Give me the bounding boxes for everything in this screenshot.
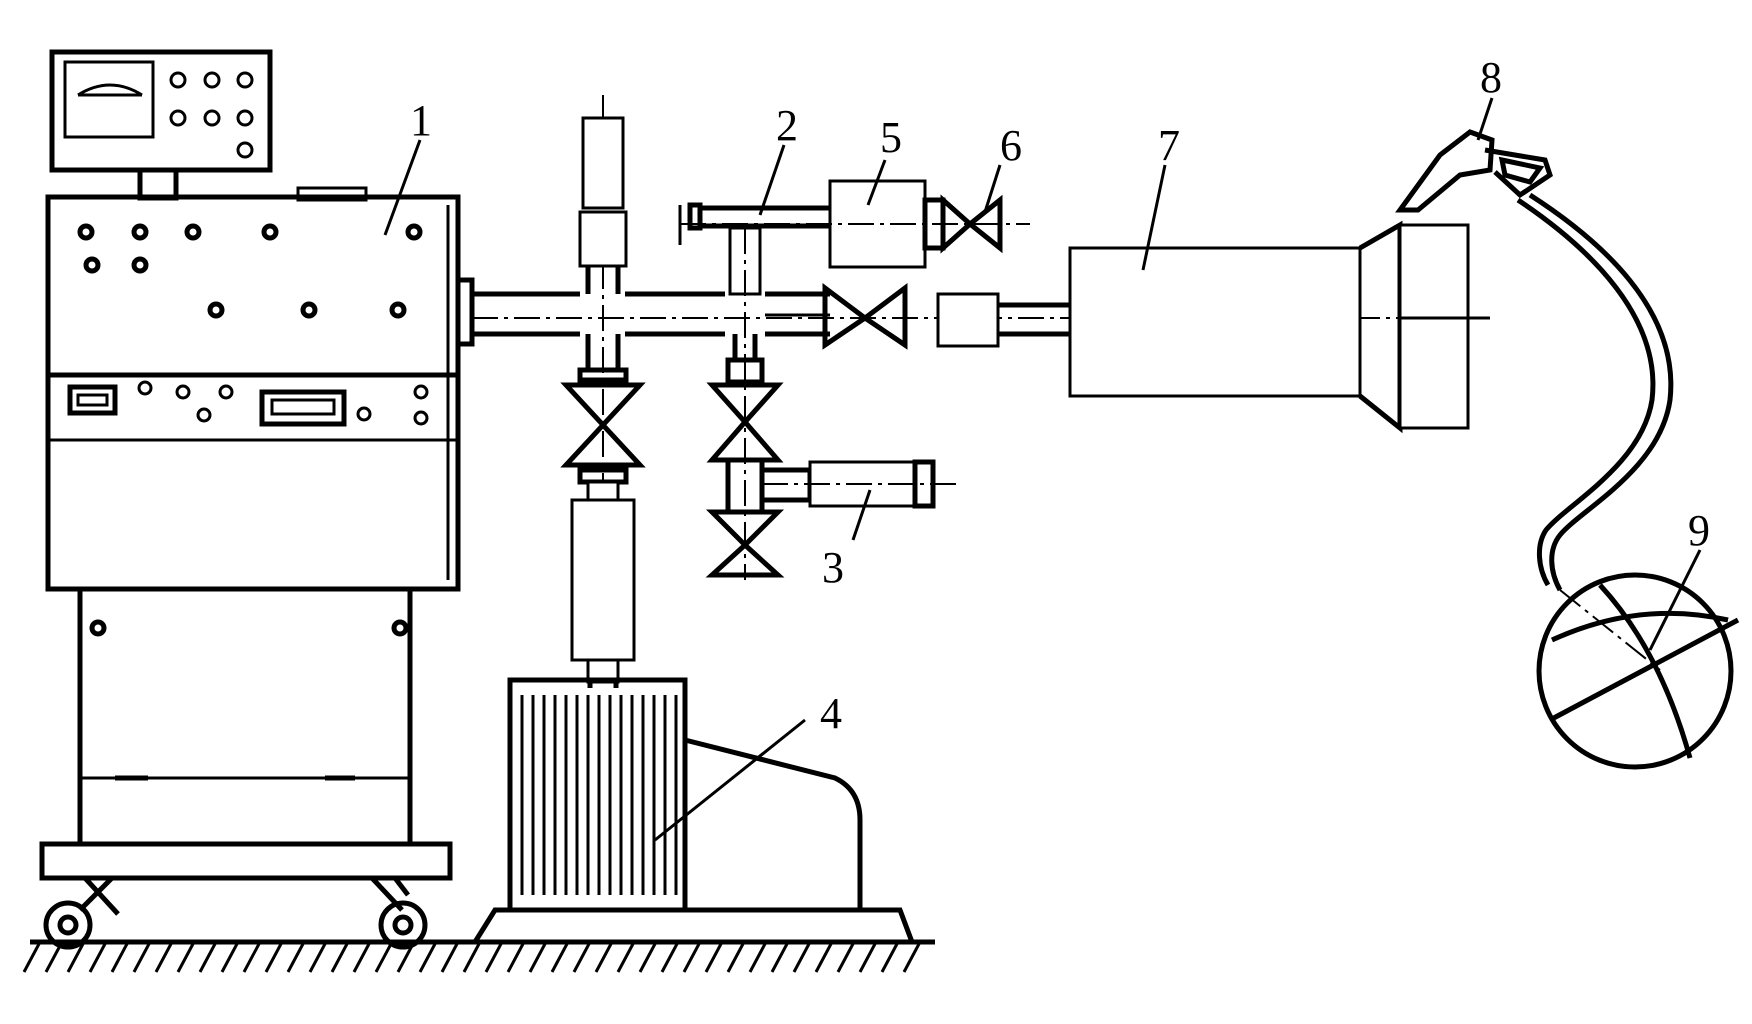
hatch-stroke xyxy=(836,941,856,973)
hatch-stroke xyxy=(792,941,812,973)
hatch-stroke xyxy=(220,941,240,973)
hatch-stroke xyxy=(726,941,746,973)
vertical-column xyxy=(560,95,646,688)
hatch-stroke xyxy=(638,941,658,973)
hatch-stroke xyxy=(330,941,350,973)
hatch-stroke xyxy=(748,941,768,973)
label-3: 3 xyxy=(822,543,844,592)
control-cabinet xyxy=(39,49,461,950)
wheel-right xyxy=(378,900,428,950)
hatch-stroke xyxy=(616,941,636,973)
label-8: 8 xyxy=(1480,53,1502,102)
hatch-stroke xyxy=(374,941,394,973)
number-labels: 1 2 3 4 5 6 7 8 9 xyxy=(410,53,1710,738)
hatch-stroke xyxy=(154,941,174,973)
hatch-stroke xyxy=(858,941,878,973)
hose xyxy=(1528,192,1674,592)
hatch-stroke xyxy=(814,941,834,973)
panel-knobs xyxy=(169,71,254,159)
hatch-stroke xyxy=(506,941,526,973)
hatch-stroke xyxy=(484,941,504,973)
hatch-stroke xyxy=(440,941,460,973)
meter-display xyxy=(63,60,155,139)
pump-unit xyxy=(472,677,915,944)
meter-arc xyxy=(77,83,143,97)
ground-hatching xyxy=(22,941,922,973)
chamber-7 xyxy=(1068,220,1490,434)
hatch-stroke xyxy=(770,941,790,973)
hatch-stroke xyxy=(462,941,482,973)
hatch-stroke xyxy=(66,941,86,973)
cabinet-knobs xyxy=(77,223,429,426)
switch-box xyxy=(67,384,118,416)
upper-branch xyxy=(678,179,1030,360)
valve-v1 xyxy=(560,382,646,468)
hatch-stroke xyxy=(264,941,284,973)
hatch-stroke xyxy=(198,941,218,973)
cabinet-body xyxy=(45,194,461,592)
hatch-stroke xyxy=(88,941,108,973)
ground xyxy=(22,939,935,973)
label-4: 4 xyxy=(820,689,842,738)
hatch-stroke xyxy=(352,941,372,973)
hatch-stroke xyxy=(660,941,680,973)
hatch-stroke xyxy=(594,941,614,973)
label-5: 5 xyxy=(880,113,902,162)
hatch-stroke xyxy=(418,941,438,973)
hatch-stroke xyxy=(880,941,900,973)
sphere-9 xyxy=(1536,572,1734,770)
cart-base xyxy=(39,841,453,881)
hatch-stroke xyxy=(550,941,570,973)
display-slot xyxy=(259,389,347,427)
hatch-stroke xyxy=(132,941,152,973)
hatch-stroke xyxy=(572,941,592,973)
cooling-fins xyxy=(520,695,678,895)
label-2: 2 xyxy=(776,101,798,150)
label-7: 7 xyxy=(1158,121,1180,170)
label-1: 1 xyxy=(410,96,432,145)
hatch-stroke xyxy=(902,941,922,973)
label-9: 9 xyxy=(1688,506,1710,555)
spray-gun xyxy=(1395,129,1495,213)
label-6: 6 xyxy=(1000,121,1022,170)
hatch-stroke xyxy=(682,941,702,973)
hatch-stroke xyxy=(22,941,42,973)
lower-branch xyxy=(705,228,960,580)
wheel-left xyxy=(43,900,93,950)
hatch-stroke xyxy=(242,941,262,973)
main-valve xyxy=(822,283,1070,350)
hatch-stroke xyxy=(704,941,724,973)
hatch-stroke xyxy=(308,941,328,973)
leader-lines xyxy=(383,97,1702,842)
hatch-stroke xyxy=(286,941,306,973)
hatch-stroke xyxy=(528,941,548,973)
spray-gun-assembly xyxy=(1395,129,1740,770)
hatch-stroke xyxy=(110,941,130,973)
hatch-stroke xyxy=(176,941,196,973)
